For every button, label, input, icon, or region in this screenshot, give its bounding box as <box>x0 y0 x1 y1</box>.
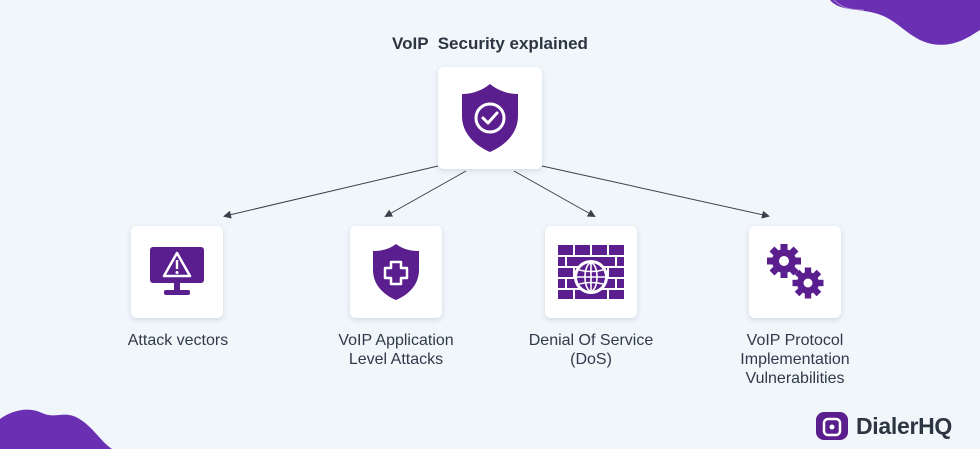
node-card-attack-vectors <box>131 226 223 318</box>
dialerhq-logo: DialerHQ <box>814 410 952 442</box>
node-card-protocol-vulns <box>749 226 841 318</box>
label-line: VoIP Protocol <box>746 332 844 349</box>
label-line: Attack vectors <box>127 332 229 349</box>
label-line: Level Attacks <box>348 351 444 368</box>
arrow-to-app-level-attacks <box>384 170 467 217</box>
node-label-app-level-attacks: VoIP Application Level Attacks <box>306 331 486 369</box>
top-right-blob <box>830 0 980 45</box>
root-node-card <box>438 67 542 169</box>
diagram-title: VoIP Security explained <box>392 34 588 53</box>
label-line: Denial Of Service <box>528 332 654 349</box>
node-label-protocol-vulns: VoIP Protocol Implementation Vulnerabili… <box>705 331 885 388</box>
label-line: Implementation <box>740 351 850 368</box>
arrow-to-attack-vectors <box>223 165 439 219</box>
gears-icon <box>767 244 824 299</box>
node-card-app-level-attacks <box>350 226 442 318</box>
firewall-globe-icon <box>558 245 624 299</box>
shield-plus-icon <box>373 244 419 300</box>
shield-check-icon <box>462 84 518 152</box>
node-label-dos: Denial Of Service (DoS) <box>501 331 681 369</box>
arrow-to-dos <box>513 170 596 217</box>
label-line: Vulnerabilities <box>745 370 845 387</box>
label-line: (DoS) <box>570 351 612 368</box>
node-card-dos <box>545 226 637 318</box>
arrow-to-protocol-vulns <box>541 165 770 219</box>
label-line: VoIP Application <box>338 332 454 349</box>
dialerhq-logo-icon <box>816 412 848 440</box>
bottom-left-blob <box>0 409 112 449</box>
node-label-attack-vectors: Attack vectors <box>88 331 268 350</box>
brand-name: DialerHQ <box>856 412 953 439</box>
monitor-warning-icon <box>150 247 204 295</box>
